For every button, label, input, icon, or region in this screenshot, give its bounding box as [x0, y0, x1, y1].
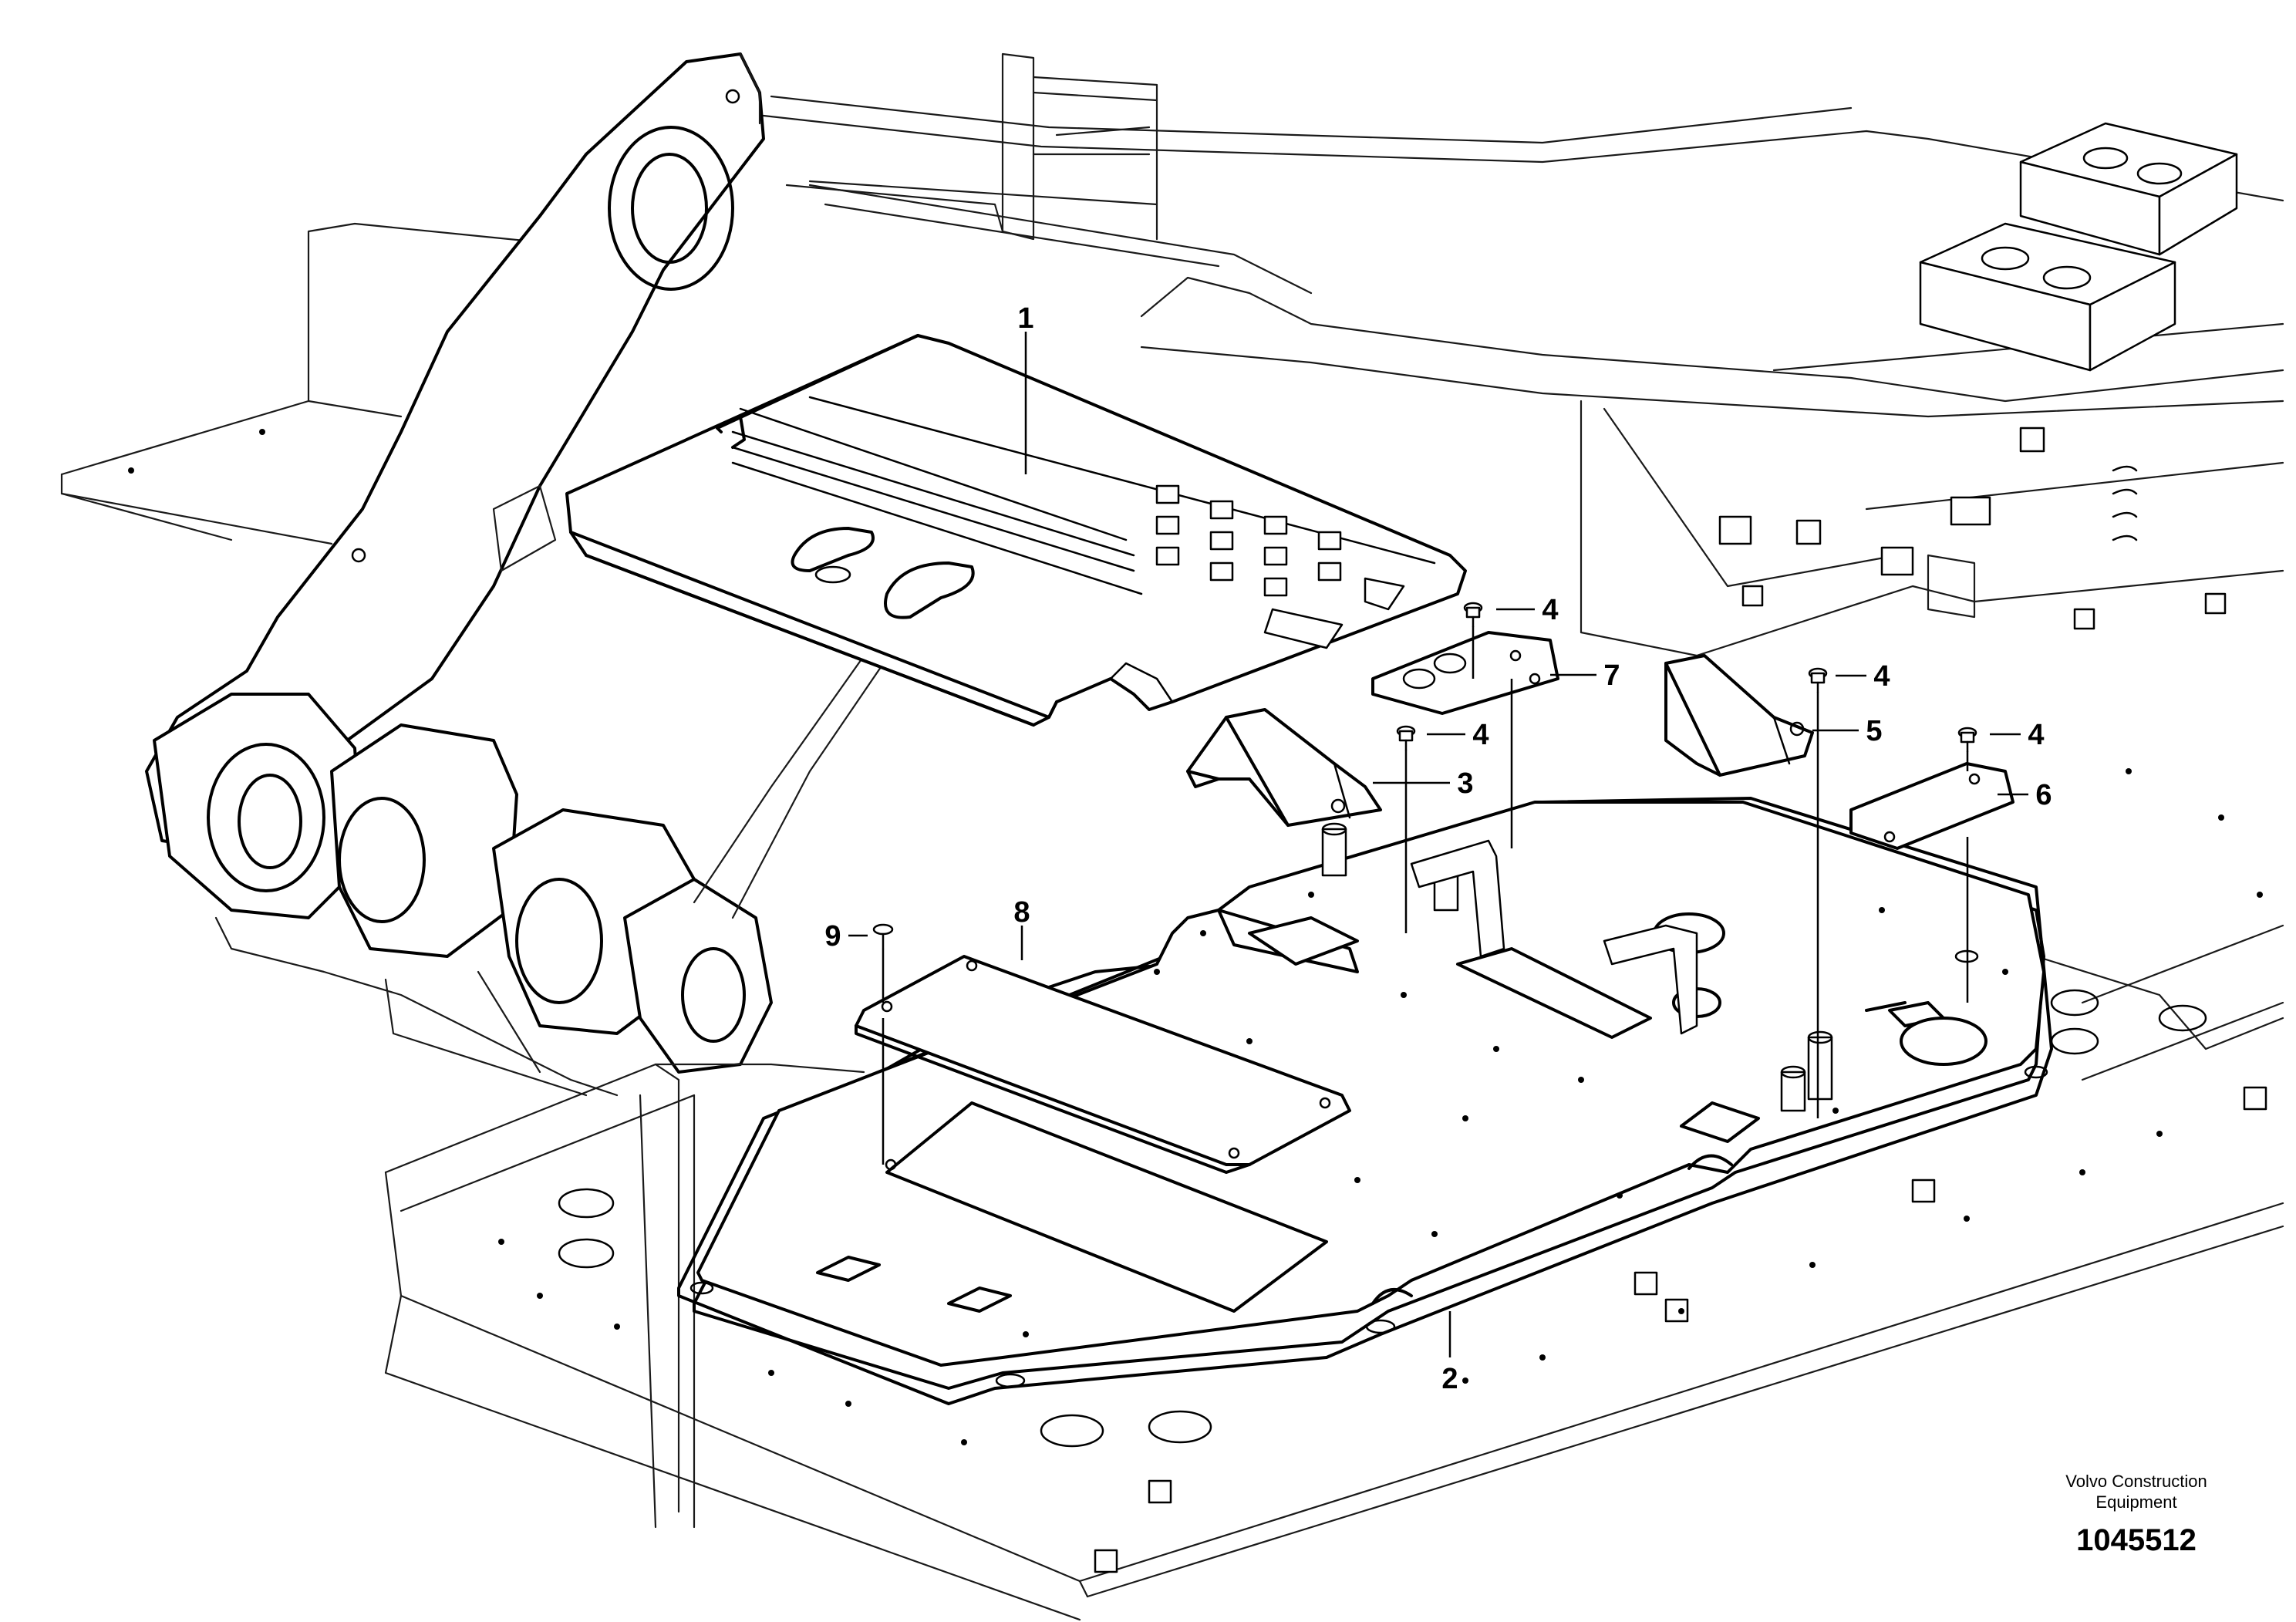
- screw-part-4-b: [1396, 725, 1416, 751]
- callout-4-b: 4: [1472, 719, 1489, 751]
- callout-leaders: [848, 332, 2028, 1357]
- upper-frame-structure: [60, 52, 2284, 864]
- screw-part-9: [872, 923, 894, 950]
- title-block: Volvo Construction Equipment 1045512: [2065, 1472, 2207, 1557]
- bracket-part-3: [1186, 708, 1382, 827]
- screw-part-4-d: [1957, 727, 1977, 753]
- boom-swing-bracket: [145, 52, 927, 1097]
- screw-part-4-a: [1463, 602, 1483, 628]
- mounting-hole-dots: [128, 429, 2263, 1445]
- callout-3: 3: [1457, 767, 1473, 800]
- callout-labels: 1 4 7 4 3 4 5 4 6 8 9 2: [824, 302, 2052, 1395]
- tray-vent-grid: [1155, 484, 1405, 649]
- callout-5: 5: [1866, 715, 1882, 747]
- callout-4-c: 4: [1873, 660, 1890, 693]
- callout-6: 6: [2035, 779, 2052, 811]
- callout-7: 7: [1603, 659, 1620, 692]
- callout-2: 2: [1441, 1363, 1458, 1395]
- callout-4-d: 4: [2028, 719, 2044, 751]
- callout-1: 1: [1017, 302, 1033, 335]
- base-frame: [128, 429, 2284, 1621]
- plate-part-7: [1371, 631, 1559, 715]
- assembly-axis-lines: [882, 626, 1969, 1165]
- bracket-part-5: [1664, 654, 1814, 777]
- cover-plate-part-8: [855, 955, 1351, 1174]
- brand-line-1: Volvo Construction: [2065, 1472, 2207, 1491]
- screw-part-4-c: [1808, 667, 1828, 693]
- plate-bolt-points: [1023, 892, 2008, 1337]
- callout-9: 9: [824, 920, 841, 953]
- floor-plate-part-2: [677, 797, 2053, 1405]
- console-tray-part-1: [565, 334, 1467, 727]
- document-number: 1045512: [2076, 1523, 2197, 1557]
- plate-part-6: [1849, 762, 2014, 850]
- callout-8: 8: [1013, 896, 1030, 929]
- brand-line-2: Equipment: [2095, 1492, 2176, 1512]
- callout-4-a: 4: [1542, 594, 1558, 626]
